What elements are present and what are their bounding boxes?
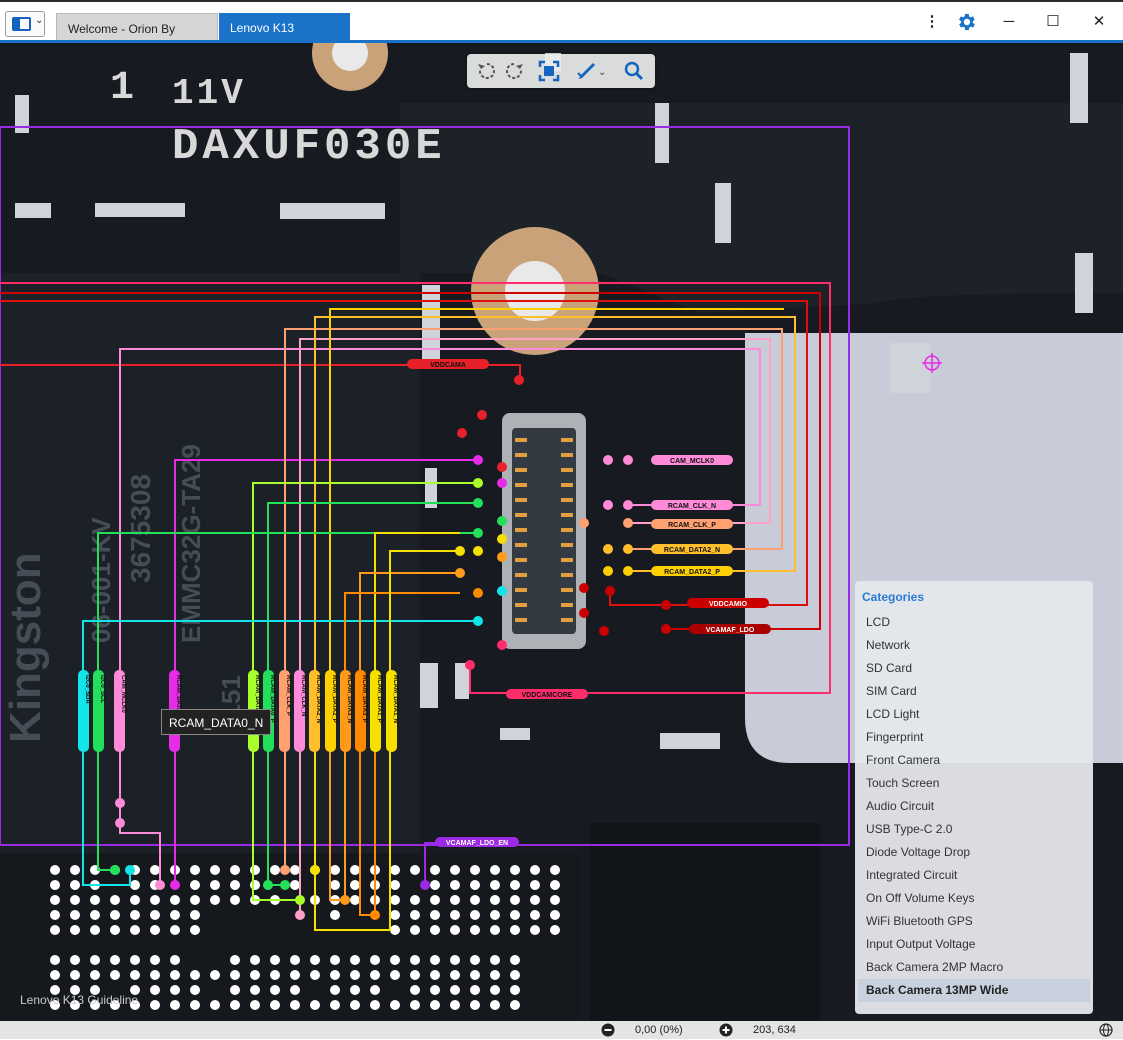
net-label-rcam-data2-n[interactable]: RCAM_DATA2_N [664,547,720,554]
category-item[interactable]: Input Output Voltage [866,937,976,951]
rotate-left-icon[interactable] [475,59,499,83]
maximize-button[interactable]: ☐ [1046,13,1060,30]
net-label-rcam-clk-n[interactable]: RCAM_CLK_N [668,503,716,510]
vertical-net-label[interactable]: I2C0_SDA [84,675,90,704]
chevron-down-icon: ⌄ [35,15,44,26]
vertical-net-label[interactable]: RCAM_DATA3_P [361,675,367,723]
tab-underline [0,40,1123,43]
categories-panel: Categories LCD Network SD Card SIM Card … [855,581,1093,1014]
category-item[interactable]: LCD Light [866,707,920,721]
vertical-net-label[interactable]: RCAM_DATA3_N [346,675,352,723]
zoom-level: 0,00 (0%) [635,1024,683,1036]
category-item-selected[interactable]: Back Camera 13MP Wide [858,979,1090,1002]
draw-tool-icon[interactable] [575,59,599,83]
categories-title: Categories [862,590,925,604]
sidebar-panel-icon [12,17,31,31]
chip-brand: Kingston [1,552,50,743]
cursor-coordinates: 203, 634 [753,1024,796,1036]
category-item[interactable]: Back Camera 2MP Macro [866,960,1004,974]
vertical-net-label[interactable]: RCAM_DATA0_N [175,675,181,723]
minimize-button[interactable]: ─ [1003,13,1015,30]
net-label-rcam-data2-p[interactable]: RCAM_DATA2_P [664,569,720,576]
category-item[interactable]: On Off Volume Keys [866,891,975,905]
zoom-in-icon[interactable] [719,1023,733,1040]
net-label-cam-mclk0[interactable]: CAM_MCLK0 [670,458,714,465]
category-item[interactable]: Integrated Circuit [866,868,958,882]
net-label-vddcamio[interactable]: VDDCAMIO [709,601,748,608]
fit-to-screen-icon[interactable] [537,59,561,83]
category-item[interactable]: WiFi Bluetooth GPS [866,914,973,928]
tab-lenovo-k13-guideline[interactable]: Lenovo K13 Guideline [219,13,350,65]
vertical-net-label[interactable]: RCAM_DATA1_N [392,675,398,723]
vertical-net-label[interactable]: I2C0_SCL [99,675,105,703]
vertical-net-label[interactable]: RCAM_CLK_P [285,675,291,716]
silkscreen-1: 1 [110,66,134,111]
board-canvas[interactable]: 1 11V DAXUF030E Kingston 3675308 06-001-… [0,43,1123,1021]
category-item[interactable]: SIM Card [866,684,917,698]
vertical-net-label[interactable]: RCAM_CLK_N [300,675,306,716]
settings-gear-icon[interactable] [955,11,977,33]
chip-code-1: 3675308 [125,474,156,583]
category-item[interactable]: Audio Circuit [866,799,935,813]
emmc-chip [0,273,420,853]
silkscreen-3: DAXUF030E [172,122,446,172]
vertical-net-label[interactable]: RCAM_DATA2_P [331,675,337,723]
title-bar: ⌄ Welcome - Orion By ESTECH Lenovo K13 G… [0,0,1123,66]
net-label-vddcama[interactable]: VDDCAMA [430,362,466,369]
vertical-net-label[interactable]: RCAM_DATA1_P [376,675,382,723]
net-label-vcamaf-ldo-en[interactable]: VCAMAF_LDO_EN [446,840,508,847]
globe-icon[interactable] [1099,1023,1113,1040]
vertical-net-label[interactable]: RCAM_DATA2_N [315,675,321,723]
net-label-vddcamcore[interactable]: VDDCAMCORE [522,692,573,699]
vertical-net-label[interactable]: RCAM_DATA0_N [254,675,260,723]
more-options-icon[interactable]: ⋮ [924,13,940,30]
chip-code-2: 06-001-KV [86,517,116,643]
status-bar: 0,00 (0%) 203, 634 [0,1021,1123,1039]
view-toolbar: ⌄ [467,54,655,88]
vertical-net-label[interactable]: CAM_MCLK0 [120,675,126,713]
chevron-down-icon[interactable]: ⌄ [598,67,607,78]
chip-code-3: EMMC32G-TA29 [176,444,206,643]
close-button[interactable]: ✕ [1092,13,1106,30]
search-icon[interactable] [622,59,646,83]
tab-welcome[interactable]: Welcome - Orion By ESTECH [56,13,218,66]
category-item[interactable]: LCD [866,615,891,629]
net-tooltip: RCAM_DATA0_N [161,709,272,735]
ic-chip [590,823,820,1021]
net-label-vcamaf-ldo[interactable]: VCAMAF_LDO [706,627,755,634]
rotate-right-icon[interactable] [502,59,526,83]
zoom-out-icon[interactable] [601,1023,615,1040]
vertical-net-label[interactable]: RCAM_DATA0_P [269,675,275,723]
categories-list: LCD Network SD Card SIM Card LCD Light F… [858,611,1090,1002]
category-item[interactable]: Touch Screen [866,776,940,790]
category-item[interactable]: USB Type-C 2.0 [866,822,953,836]
sidebar-toggle-button[interactable]: ⌄ [5,11,45,37]
category-item[interactable]: Front Camera [866,753,941,767]
category-item[interactable]: Diode Voltage Drop [866,845,971,859]
silkscreen-2: 11V [172,73,246,114]
category-item[interactable]: Network [866,638,911,652]
category-item[interactable]: SD Card [866,661,913,675]
guideline-watermark: Lenovo K13 Guideline [20,993,139,1007]
category-item[interactable]: Fingerprint [866,730,924,744]
net-label-rcam-clk-p[interactable]: RCAM_CLK_P [668,522,716,529]
